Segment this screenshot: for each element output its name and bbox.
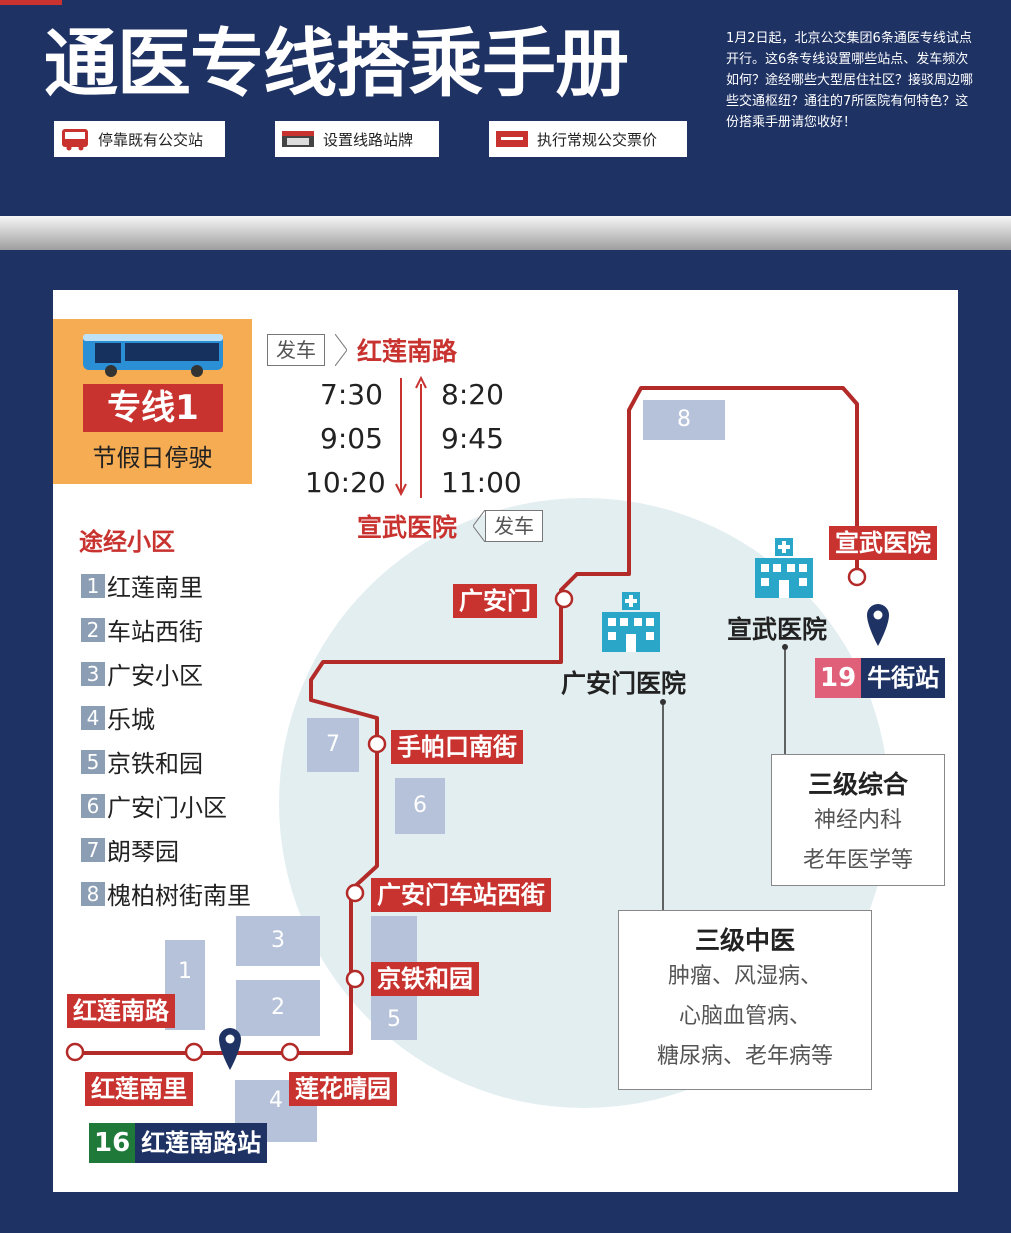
legend-bus: 停靠既有公交站 <box>54 121 225 157</box>
time-up: 11:00 <box>441 466 522 499</box>
stop-label: 广安门车站西街 <box>371 878 551 912</box>
hospital-specialty: 心脑血管病、 <box>678 1004 811 1029</box>
legend-label: 停靠既有公交站 <box>98 130 204 149</box>
route-note: 节假日停驶 <box>92 444 213 472</box>
hospital-name: 广安门医院 <box>561 669 687 698</box>
location-pin-icon <box>867 604 889 646</box>
direction-arrows <box>395 376 427 498</box>
hospital-specialty: 老年医学等 <box>802 848 913 873</box>
hospital-grade: 三级中医 <box>694 926 795 955</box>
page-title: 通医专线搭乘手册 <box>44 21 629 107</box>
intro-text: 1月2日起，北京公交集团6条通医专线试点开行。这6条专线设置哪些站点、发车频次如… <box>726 31 974 130</box>
stop-label: 手帕口南街 <box>391 730 523 764</box>
route-map-card: 专线1 节假日停驶 发车 红莲南路 7:30 9:05 10:20 8:20 9… <box>53 290 958 1192</box>
time-up: 9:45 <box>441 422 504 455</box>
bus-icon <box>83 334 223 377</box>
community-marker: 2 <box>236 980 320 1036</box>
ticket-icon <box>496 131 528 147</box>
hospital-building-icon <box>755 538 813 598</box>
communities-title: 途经小区 <box>79 528 175 556</box>
hospital-info-xuanwu: 三级综合 神经内科 老年医学等 <box>771 754 945 886</box>
community-marker: 6 <box>395 778 445 834</box>
stop-label: 红莲南路 <box>67 994 175 1028</box>
hospital-building-icon <box>602 592 660 652</box>
legend-stop-sign: 设置线路站牌 <box>275 121 439 157</box>
legend-label: 设置线路站牌 <box>323 130 414 149</box>
stop-label: 广安门 <box>453 584 537 618</box>
time-up: 8:20 <box>441 378 504 411</box>
location-pin-icon <box>219 1028 241 1070</box>
header-accent-tab <box>0 0 62 5</box>
community-marker: 8 <box>643 400 725 440</box>
stop-label: 京铁和园 <box>371 962 479 996</box>
north-terminal: 红莲南路 <box>357 337 458 366</box>
legend-label: 执行常规公交票价 <box>537 130 658 149</box>
time-down: 9:05 <box>320 422 383 455</box>
south-terminal: 宣武医院 <box>357 513 458 542</box>
arrow-icon <box>473 510 485 542</box>
time-down: 10:20 <box>305 466 386 499</box>
stop-label: 莲花晴园 <box>289 1072 397 1106</box>
community-marker: 3 <box>236 916 320 966</box>
route-name: 专线1 <box>83 384 223 432</box>
community-marker: 7 <box>307 718 359 772</box>
bus-icon <box>62 129 88 151</box>
route-line <box>65 386 867 1062</box>
hospital-specialty: 糖尿病、老年病等 <box>656 1044 833 1069</box>
stop-label: 宣武医院 <box>829 526 937 560</box>
divider-band <box>0 216 1011 250</box>
stop-label: 红莲南里 <box>85 1072 193 1106</box>
hospital-name: 宣武医院 <box>727 615 828 644</box>
hospital-info-guanganmen: 三级中医 肿瘤、风湿病、 心脑血管病、 糖尿病、老年病等 <box>618 910 872 1090</box>
stop-sign-icon <box>282 131 314 147</box>
arrow-icon <box>335 334 347 366</box>
hospital-specialty: 肿瘤、风湿病、 <box>667 964 822 989</box>
legend-ticket: 执行常规公交票价 <box>489 121 687 157</box>
depart-tag: 发车 <box>485 510 543 542</box>
time-down: 7:30 <box>320 378 383 411</box>
depart-tag: 发车 <box>267 334 325 366</box>
hospital-grade: 三级综合 <box>807 770 908 799</box>
hospital-specialty: 神经内科 <box>813 808 902 833</box>
